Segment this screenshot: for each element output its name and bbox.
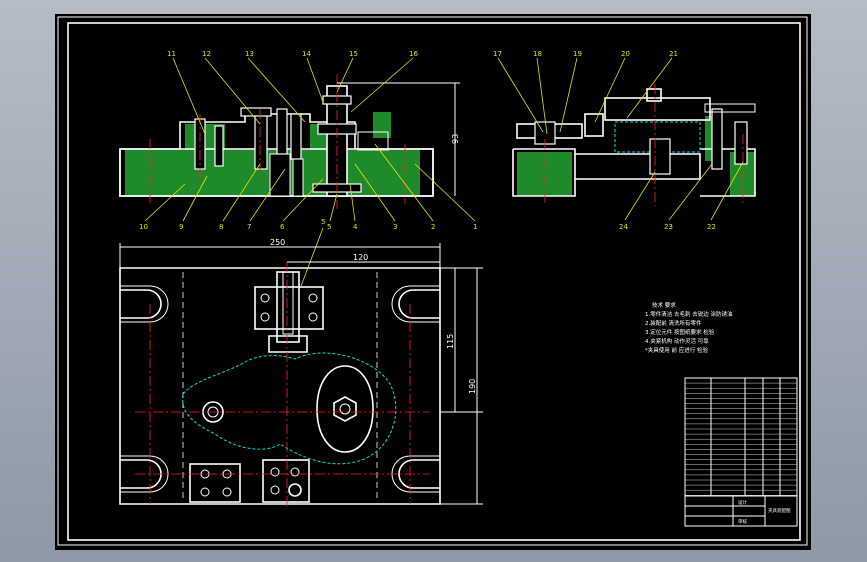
tech-note-line: *夹具使用 前 应进行 检验 <box>645 346 708 354</box>
part-number: 21 <box>669 50 678 58</box>
part-number: 23 <box>664 223 673 231</box>
dim-depth2: 190 <box>468 379 477 394</box>
tech-note-line: 3.定位元件 按图纸要求 检验 <box>645 328 715 336</box>
part-number: 18 <box>533 50 542 58</box>
title-block-label: 设计 <box>738 499 747 506</box>
outer-border <box>57 16 808 546</box>
dim-length: 250 <box>270 238 285 247</box>
part-number: 13 <box>245 50 254 58</box>
part-number: 19 <box>573 50 582 58</box>
part-number: 15 <box>349 50 358 58</box>
dim-height: 93 <box>451 134 460 144</box>
part-number: 22 <box>707 223 716 231</box>
part-number: 8 <box>219 223 223 231</box>
cad-viewport[interactable]: 93 11 12 13 14 15 16 10 9 8 7 6 5 4 3 2 … <box>55 14 811 550</box>
technical-requirements: 技术 要求 1.零件清洁 去毛刺 去锐边 涂防锈油 2.装配前 清洗所有零件 3… <box>645 301 733 354</box>
part-number: 24 <box>619 223 628 231</box>
part-number: 1 <box>473 223 477 231</box>
part-number: 20 <box>621 50 630 58</box>
part-number: 5 <box>321 218 325 226</box>
part-number: 17 <box>493 50 502 58</box>
part-number: 11 <box>167 50 176 58</box>
tech-notes-title: 技术 要求 <box>652 301 676 309</box>
part-number: 7 <box>247 223 251 231</box>
title-block: 夹具装配图 设计 审核 <box>684 495 798 527</box>
inner-border <box>67 22 801 541</box>
title-block-title: 夹具装配图 <box>768 507 791 514</box>
part-number: 6 <box>280 223 285 231</box>
front-section-view: 93 11 12 13 14 15 16 10 9 8 7 6 5 4 3 2 … <box>119 50 477 231</box>
dim-half-length: 120 <box>353 253 368 262</box>
cad-drawing: 93 11 12 13 14 15 16 10 9 8 7 6 5 4 3 2 … <box>57 16 808 546</box>
part-number: 10 <box>139 223 148 231</box>
tech-note-line: 2.装配前 清洗所有零件 <box>645 319 702 327</box>
plan-view: 5 250 120 115 190 <box>119 218 483 509</box>
parts-list-table <box>684 377 798 497</box>
part-number: 5 <box>327 223 331 231</box>
part-number: 16 <box>409 50 418 58</box>
part-number: 12 <box>202 50 211 58</box>
dim-depth1: 115 <box>446 334 455 349</box>
part-number: 14 <box>302 50 311 58</box>
part-number: 9 <box>179 223 183 231</box>
part-number: 2 <box>431 223 435 231</box>
tech-note-line: 1.零件清洁 去毛刺 去锐边 涂防锈油 <box>645 310 733 318</box>
title-block-label: 审核 <box>738 518 747 525</box>
part-number: 4 <box>353 223 358 231</box>
tech-note-line: 4.夹紧机构 动作灵活 可靠 <box>645 337 709 345</box>
part-number: 3 <box>393 223 397 231</box>
side-section-view: 17 18 19 20 21 24 23 22 <box>493 50 756 231</box>
